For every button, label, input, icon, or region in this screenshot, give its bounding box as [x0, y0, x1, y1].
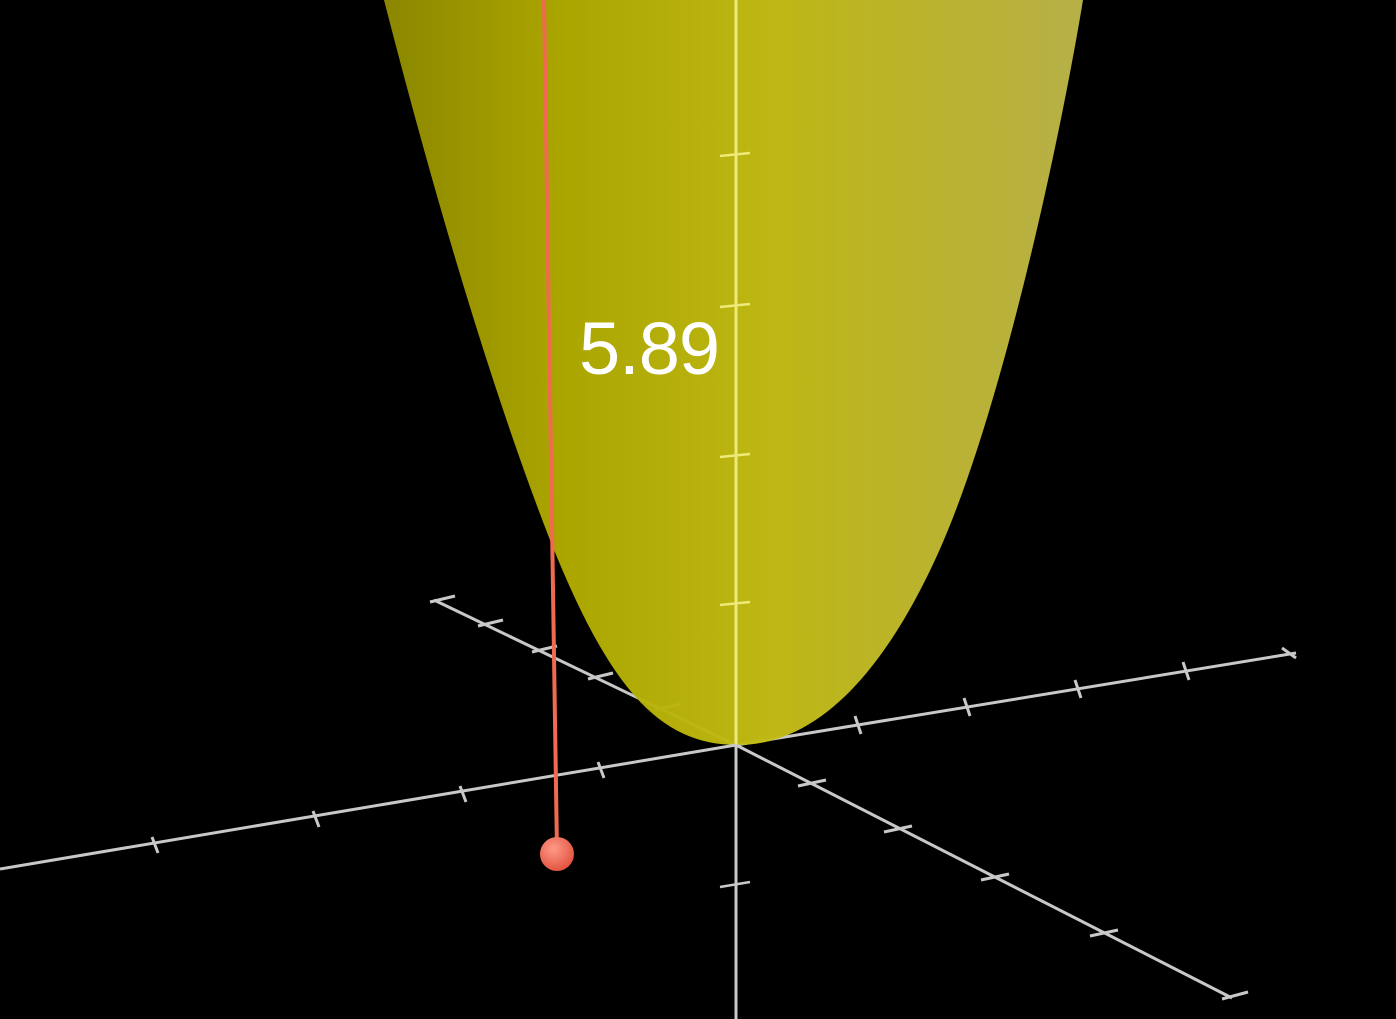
height-value-label: 5.89 [579, 307, 720, 390]
front-axes [0, 743, 1249, 1001]
height-segment [542, 0, 559, 853]
z-axis [719, 0, 751, 1019]
paraboloid-surface [384, 0, 1083, 745]
sphere-point-icon[interactable] [540, 837, 574, 871]
